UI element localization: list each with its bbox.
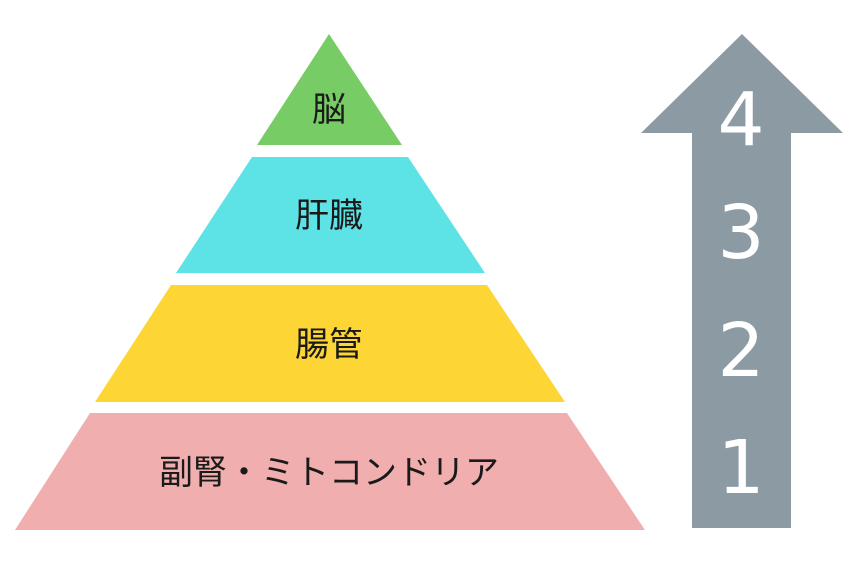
pyramid-tier-brain-label: 脳 xyxy=(312,90,346,130)
arrow-number-2: 2 xyxy=(717,308,764,394)
arrow-number-1: 1 xyxy=(717,425,764,511)
pyramid-tier-adrenal-mitochondria-label: 副腎・ミトコンドリア xyxy=(159,453,499,493)
pyramid-tier-adrenal-mitochondria xyxy=(15,413,645,530)
priority-arrow: 4 3 2 1 xyxy=(641,34,843,528)
pyramid-tier-brain xyxy=(257,34,402,145)
pyramid-tier-intestine xyxy=(95,285,565,402)
pyramid: 脳 肝臓 腸管 副腎・ミトコンドリア xyxy=(15,34,645,530)
pyramid-tier-liver-label: 肝臓 xyxy=(295,196,363,236)
pyramid-tier-liver xyxy=(176,157,485,273)
pyramid-tier-intestine-label: 腸管 xyxy=(295,325,363,365)
arrow-up-icon xyxy=(641,34,843,528)
arrow-number-4: 4 xyxy=(717,77,764,163)
arrow-number-3: 3 xyxy=(717,190,764,276)
